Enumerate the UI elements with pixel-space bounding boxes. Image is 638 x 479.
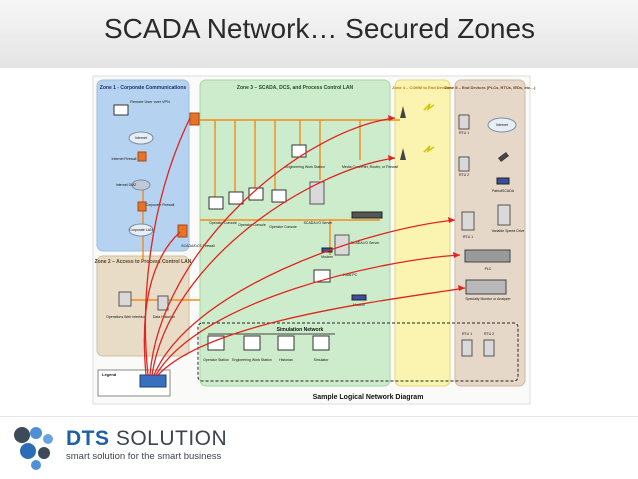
label-rtu-2: RTU 2	[459, 173, 469, 177]
zone-4-title: Zone 4 – COMM to End Devices	[392, 85, 453, 90]
modem-icon-2	[351, 294, 367, 301]
rtu-2-icon	[458, 156, 470, 172]
scada-io-server-icon	[309, 181, 325, 205]
operator-console-icon-4	[271, 189, 287, 203]
internet-cloud-2-icon	[487, 117, 517, 133]
label-operations-web: Operations Web Interface	[106, 315, 146, 319]
historian-server-icon	[157, 295, 169, 311]
wireless-bolt-icon-1	[423, 103, 435, 111]
router-icon	[351, 211, 383, 219]
simulation-network-title: Simulation Network	[277, 327, 324, 333]
brand-name-bold: DTS	[66, 427, 110, 450]
specialty-monitor-icon	[465, 279, 507, 295]
sim-engineering-icon	[243, 335, 261, 351]
label-rtu-1b: RTU 1	[463, 235, 473, 239]
sim-historian-icon	[277, 335, 295, 351]
zone3-firewall-icon	[189, 112, 200, 126]
label-internet-1: Internet	[135, 136, 147, 140]
engineering-ws-icon	[291, 144, 307, 158]
diagram-caption: Sample Logical Network Diagram	[313, 394, 424, 401]
label-engineering-ws: Engineering Work Station	[285, 165, 325, 169]
label-rtu-1: RTU 1	[459, 131, 469, 135]
label-rtu-1c: RTU 1	[462, 332, 472, 336]
label-plc: PLC	[485, 267, 492, 271]
operator-console-icon-2	[228, 191, 244, 205]
scada-io-server-2-icon	[334, 234, 350, 256]
zone-2-title: Zone 2 – Access to Process Control LAN	[95, 259, 192, 265]
label-remote-user: Remote User over VPN	[130, 100, 170, 104]
secured-links	[143, 117, 466, 376]
label-media-converter: Media Converter, Router, or Firewall	[342, 165, 398, 169]
label-corporate-lan: Corporate LAN	[129, 228, 153, 232]
patriot-device-icon	[496, 177, 510, 185]
brand-tagline: smart solution for the smart business	[66, 451, 222, 462]
label-patriot: PatriotSCADA	[492, 189, 515, 193]
rtu-1c-icon	[461, 339, 473, 357]
label-sim-operator: Operator Station	[203, 358, 229, 362]
zone-3-title: Zone 3 – SCADA, DCS, and Process Control…	[237, 85, 354, 91]
label-internet-dmz: Internet DMZ	[116, 183, 137, 187]
label-vsd: Variable Speed Drive	[492, 229, 525, 233]
label-scada-io-server-2: SCADA I/O Server	[351, 241, 381, 245]
corporate-lan-cloud-icon	[128, 223, 154, 237]
label-sim-simulator: Simulator	[314, 358, 330, 362]
label-local-pc: Local PC	[343, 273, 358, 277]
zone-2	[96, 255, 190, 357]
phone-icon	[498, 152, 509, 162]
rtu-1-icon	[458, 114, 470, 130]
laptop-icon	[113, 104, 129, 116]
label-operator-console-3: Operator Console	[269, 225, 297, 229]
rtu-2c-icon	[483, 339, 495, 357]
legend-title: Legend	[102, 372, 117, 377]
simulation-network-box	[197, 322, 519, 382]
antenna-icon-2	[400, 148, 406, 160]
label-sim-historian: Historian	[279, 358, 293, 362]
control-lan-bus	[130, 119, 400, 301]
footer	[0, 416, 638, 479]
zone-1-title: Zone 1 - Corporate Communications	[100, 85, 187, 91]
slide-title: SCADA Network… Secured Zones	[104, 13, 536, 44]
operator-console-icon-3	[248, 187, 264, 201]
web-server-icon	[118, 291, 132, 307]
rtu-1b-icon	[461, 211, 475, 231]
label-corporate-firewall: Corporate Firewall	[146, 203, 175, 207]
zone-4	[394, 79, 451, 387]
vsd-icon	[497, 204, 511, 226]
scada-firewall-icon	[177, 224, 188, 238]
label-rtu-2c: RTU 2	[484, 332, 494, 336]
zone-5-title: Zone 5 – End Devices (PLCs, RTUs, IEDs, …	[445, 85, 537, 90]
zone-3	[199, 79, 391, 387]
label-scada-firewall: SCADA/DCS Firewall	[181, 244, 215, 248]
link-arrowheads	[388, 115, 465, 291]
plc-rack-icon	[464, 249, 511, 263]
antenna-icon-1	[400, 106, 406, 118]
dts-logo-icon	[14, 427, 53, 470]
label-modem-1: Modem	[321, 255, 333, 259]
brand-name-rest: SOLUTION	[109, 427, 228, 450]
label-internet-firewall: Internet Firewall	[112, 157, 137, 161]
internet-cloud-icon	[128, 131, 154, 145]
wireless-bolt-icon-2	[423, 145, 435, 153]
label-specialty: Specialty Monitor or Analyzer	[465, 297, 511, 301]
corporate-firewall-icon	[137, 201, 147, 212]
legend-switch-icon	[139, 374, 167, 388]
label-sim-engineering: Engineering Work Station	[232, 358, 272, 362]
label-scada-io-server: SCADA I/O Server	[304, 221, 334, 225]
internet-firewall-icon	[137, 151, 147, 162]
internet-dmz-icon	[131, 179, 151, 191]
operator-console-icon-1	[208, 196, 224, 210]
label-internet-2: Internet	[496, 123, 508, 127]
sim-simulator-icon	[312, 335, 330, 351]
title-band	[0, 0, 638, 68]
brand-name: DTS SOLUTION	[66, 427, 227, 451]
